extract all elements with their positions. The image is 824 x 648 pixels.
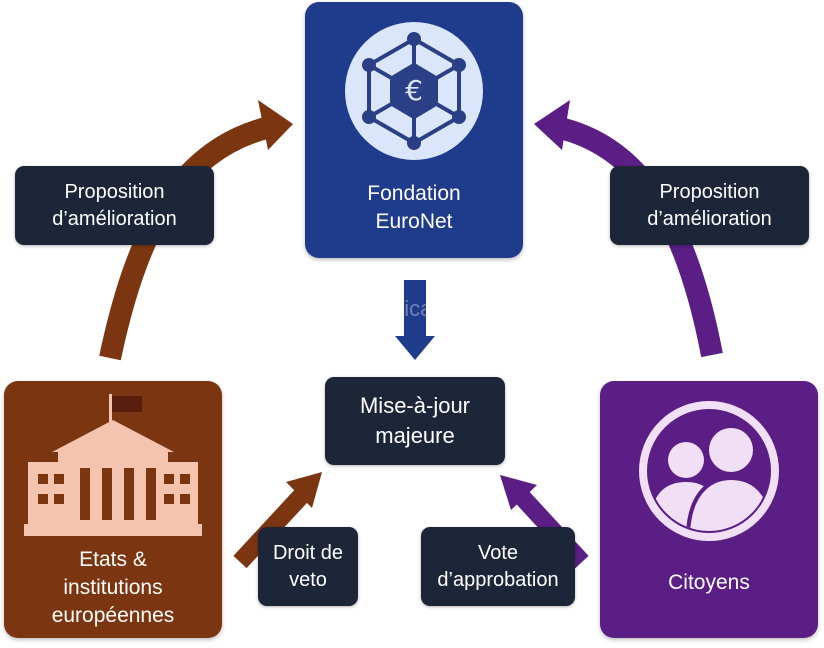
edge-label-right-proposal: Proposition d’amélioration bbox=[610, 166, 809, 245]
edge-label-right-proposal-text: Proposition d’amélioration bbox=[647, 180, 772, 230]
svg-text:€: € bbox=[405, 74, 423, 107]
edge-label-left-proposal: Proposition d’amélioration bbox=[15, 166, 214, 245]
edge-label-left-proposal-text: Proposition d’amélioration bbox=[52, 180, 177, 230]
node-citoyens-label: Citoyens bbox=[668, 571, 750, 594]
node-etats-label: Etats & institutions européennes bbox=[51, 548, 175, 627]
euro-network-icon: € bbox=[345, 22, 483, 160]
government-building-icon bbox=[24, 394, 202, 536]
node-center: Mise-à-jour majeure bbox=[325, 377, 505, 465]
edge-label-application: Application bbox=[360, 296, 468, 321]
edge-label-veto-text: Droit de veto bbox=[272, 541, 344, 591]
edge-label-veto: Droit de veto bbox=[258, 527, 358, 606]
arrow-veto-head bbox=[286, 472, 322, 508]
arrow-application-shaft bbox=[404, 280, 426, 338]
node-center-label: Mise-à-jour majeure bbox=[359, 393, 471, 448]
arrow-vote-head bbox=[500, 475, 537, 510]
people-icon bbox=[639, 401, 779, 541]
edge-label-vote: Vote d’approbation bbox=[421, 527, 575, 606]
edge-label-vote-text: Vote d’approbation bbox=[437, 541, 559, 591]
arrow-etats-to-fondation-head bbox=[258, 100, 293, 150]
node-fondation-label: Fondation EuroNet bbox=[367, 182, 461, 233]
arrow-application-head bbox=[395, 336, 435, 360]
arrow-citoyens-to-fondation-head bbox=[534, 100, 570, 150]
